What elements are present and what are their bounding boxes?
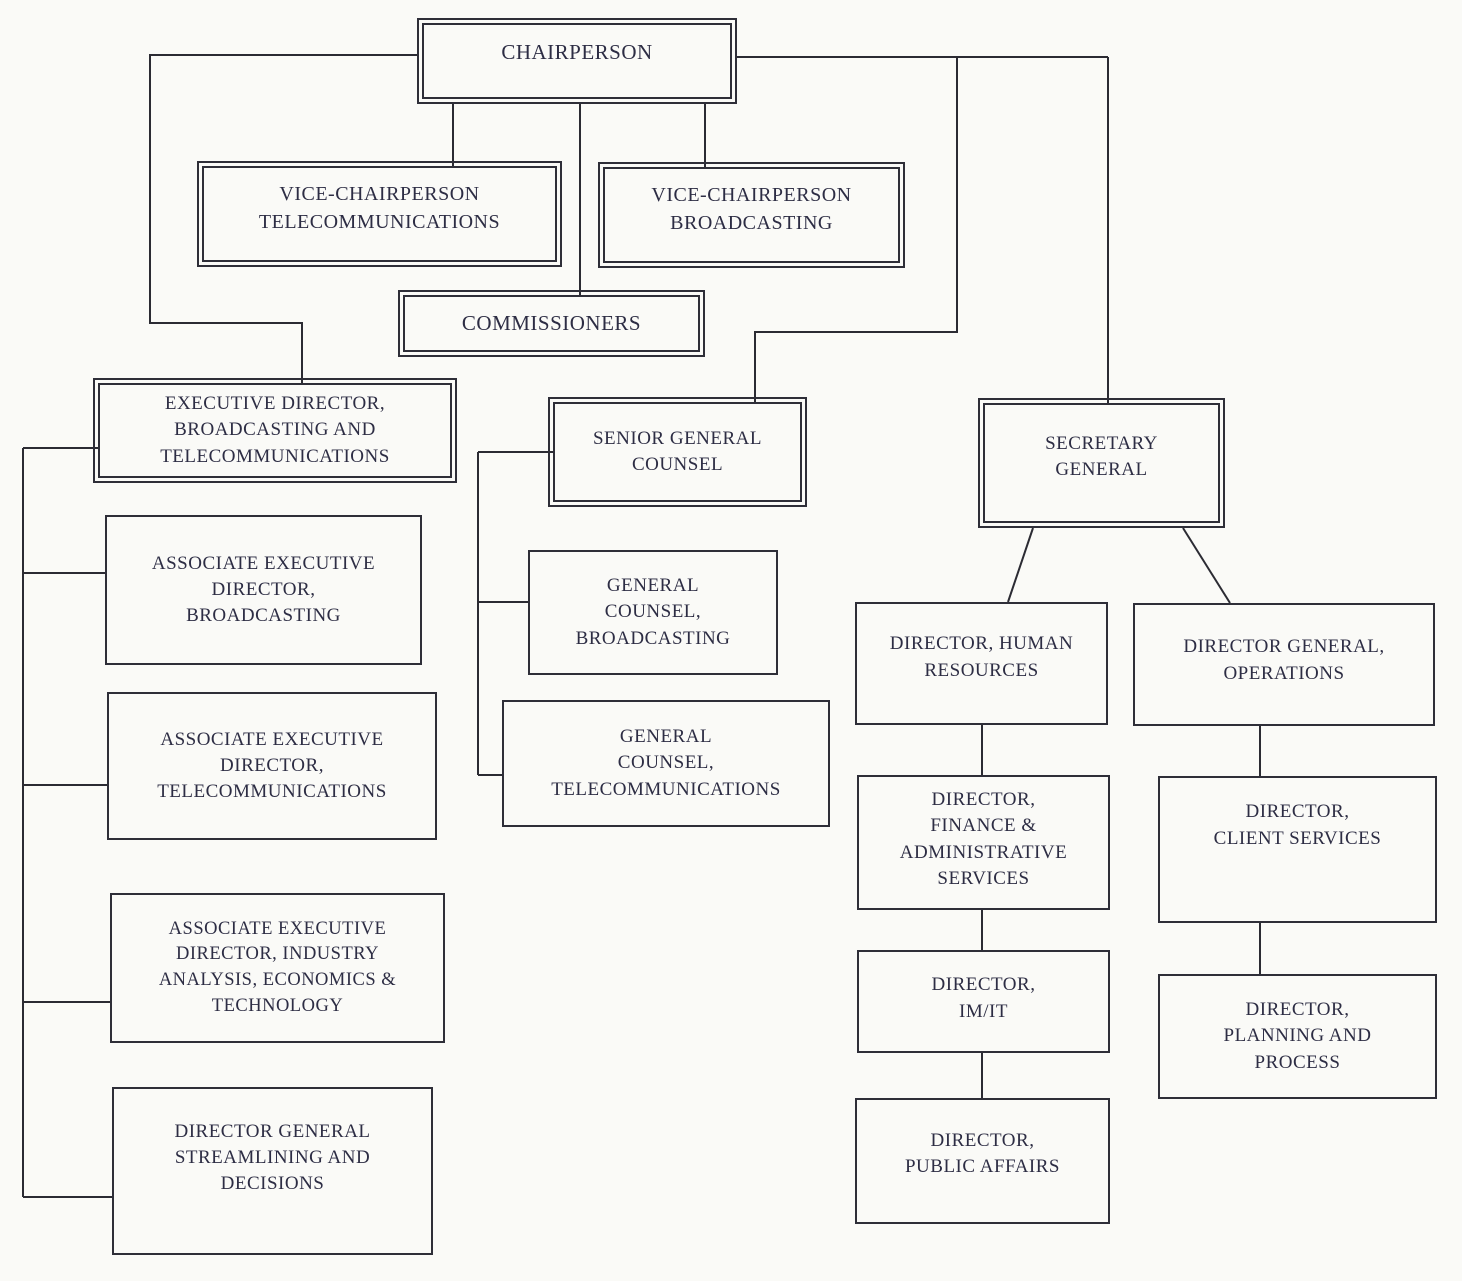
org-node-executive-director-broadcasting-and-telecommunications: EXECUTIVE DIRECTOR, BROADCASTING AND TEL…: [93, 378, 457, 483]
org-node-commissioners: COMMISSIONERS: [398, 290, 705, 357]
org-node-director-im-it-label: DIRECTOR, IM/IT: [931, 974, 1036, 1022]
org-node-director-general-operations: DIRECTOR GENERAL, OPERATIONS: [1133, 603, 1435, 726]
edge-chairperson-senior-general-counsel: [754, 57, 958, 402]
org-node-director-human-resources: DIRECTOR, HUMAN RESOURCES: [855, 602, 1108, 725]
org-node-associate-executive-director-telecommunications: ASSOCIATE EXECUTIVE DIRECTOR, TELECOMMUN…: [107, 692, 437, 840]
org-node-director-general-streamlining-and-decisions: DIRECTOR GENERAL STREAMLINING AND DECISI…: [112, 1087, 433, 1255]
org-node-vice-chairperson-telecommunications: VICE-CHAIRPERSON TELECOMMUNICATIONS: [197, 161, 562, 267]
edge-secretary-general-director-general-operations: [1182, 527, 1231, 604]
org-node-director-client-services-label: DIRECTOR, CLIENT SERVICES: [1213, 801, 1382, 849]
org-node-senior-general-counsel-label: SENIOR GENERAL COUNSEL: [592, 427, 763, 475]
org-node-secretary-general-label: SECRETARY GENERAL: [1045, 432, 1158, 480]
org-node-director-planning-label: DIRECTOR, PLANNING AND PROCESS: [1223, 999, 1372, 1073]
org-node-general-counsel-broadcasting: GENERAL COUNSEL, BROADCASTING: [528, 550, 778, 675]
org-node-director-finance-label: DIRECTOR, FINANCE & ADMINISTRATIVE SERVI…: [899, 789, 1068, 889]
org-node-gc-telecommunications-label: GENERAL COUNSEL, TELECOMMUNICATIONS: [551, 726, 781, 800]
org-node-associate-executive-director-industry-analysis: ASSOCIATE EXECUTIVE DIRECTOR, INDUSTRY A…: [110, 893, 445, 1043]
edge-secretary-general-director-human-resources: [1007, 527, 1034, 603]
org-node-director-finance-administrative-services: DIRECTOR, FINANCE & ADMINISTRATIVE SERVI…: [857, 775, 1110, 910]
org-node-vice-chairperson-telecommunications-label: VICE-CHAIRPERSON TELECOMMUNICATIONS: [258, 183, 501, 233]
org-node-dg-streamlining-label: DIRECTOR GENERAL STREAMLINING AND DECISI…: [174, 1120, 371, 1195]
org-node-director-client-services: DIRECTOR, CLIENT SERVICES: [1158, 776, 1437, 923]
org-node-director-general-operations-label: DIRECTOR GENERAL, OPERATIONS: [1183, 636, 1385, 684]
org-node-director-public-affairs: DIRECTOR, PUBLIC AFFAIRS: [855, 1098, 1110, 1224]
org-node-aed-telecommunications-label: ASSOCIATE EXECUTIVE DIRECTOR, TELECOMMUN…: [157, 728, 387, 803]
org-node-vice-chairperson-broadcasting-label: VICE-CHAIRPERSON BROADCASTING: [651, 184, 852, 234]
org-node-commissioners-label: COMMISSIONERS: [461, 311, 642, 336]
org-node-director-planning-and-process: DIRECTOR, PLANNING AND PROCESS: [1158, 974, 1437, 1099]
org-node-vice-chairperson-broadcasting: VICE-CHAIRPERSON BROADCASTING: [598, 162, 905, 268]
org-node-executive-director-label: EXECUTIVE DIRECTOR, BROADCASTING AND TEL…: [160, 393, 390, 467]
org-node-aed-industry-analysis-label: ASSOCIATE EXECUTIVE DIRECTOR, INDUSTRY A…: [158, 918, 397, 1016]
edge-chairperson-executive-director: [149, 54, 417, 383]
org-node-general-counsel-telecommunications: GENERAL COUNSEL, TELECOMMUNICATIONS: [502, 700, 830, 827]
org-node-chairperson-label: CHAIRPERSON: [501, 39, 653, 64]
org-node-director-im-it: DIRECTOR, IM/IT: [857, 950, 1110, 1053]
org-node-director-human-resources-label: DIRECTOR, HUMAN RESOURCES: [889, 633, 1074, 681]
org-node-senior-general-counsel: SENIOR GENERAL COUNSEL: [548, 397, 807, 507]
org-node-associate-executive-director-broadcasting: ASSOCIATE EXECUTIVE DIRECTOR, BROADCASTI…: [105, 515, 422, 665]
org-node-secretary-general: SECRETARY GENERAL: [978, 398, 1225, 528]
org-node-director-public-affairs-label: DIRECTOR, PUBLIC AFFAIRS: [904, 1129, 1060, 1177]
org-node-aed-broadcasting-label: ASSOCIATE EXECUTIVE DIRECTOR, BROADCASTI…: [151, 552, 376, 627]
org-node-chairperson: CHAIRPERSON: [417, 18, 737, 104]
org-node-gc-broadcasting-label: GENERAL COUNSEL, BROADCASTING: [575, 575, 731, 649]
